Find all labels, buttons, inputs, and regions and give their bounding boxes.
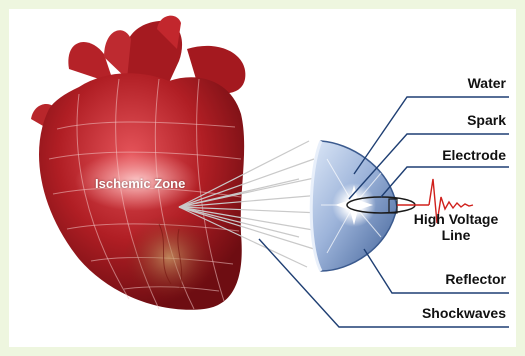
spark-label: Spark [467, 112, 506, 128]
water-label: Water [468, 75, 506, 91]
spark-burst [332, 183, 376, 227]
high-voltage-line-label-2: Line [401, 227, 511, 243]
shockwaves-label: Shockwaves [422, 305, 506, 321]
ischemic-zone-label: Ischemic Zone [95, 176, 185, 192]
high-voltage-line-label-1: High Voltage [401, 211, 511, 227]
shockwave-diagram [9, 9, 516, 347]
reflector-label: Reflector [445, 271, 506, 287]
heart-illustration [31, 16, 245, 310]
electrode-label: Electrode [442, 147, 506, 163]
diagram-panel: Ischemic Zone Water Spark Electrode High… [9, 9, 516, 347]
